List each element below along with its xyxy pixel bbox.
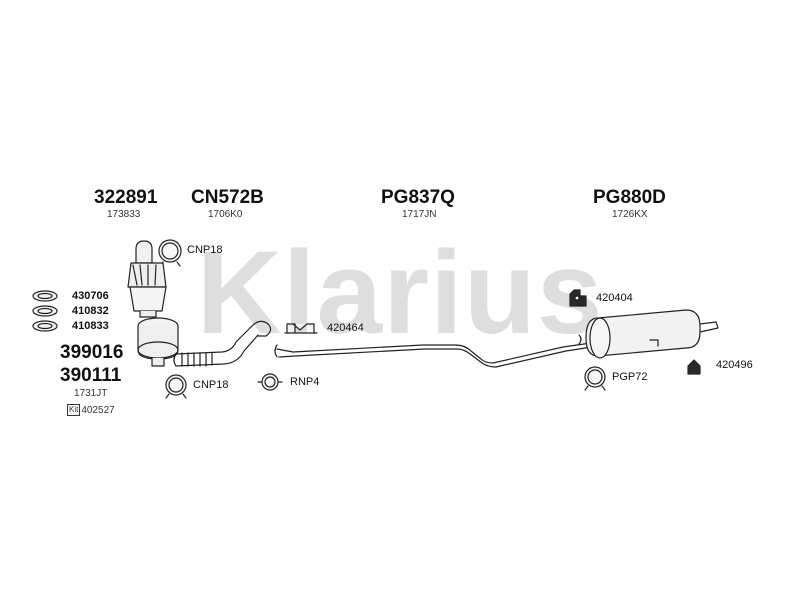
header-ref-173833: 173833: [107, 209, 141, 220]
label-420464: 420464: [327, 322, 364, 334]
header-ref-1717jn: 1717JN: [402, 209, 437, 220]
mount-420404-icon: [569, 289, 587, 307]
rear-silencer-pg880d-icon: [585, 309, 719, 359]
label-rnp4: RNP4: [290, 376, 320, 388]
header-code-cn572b: CN572B: [191, 187, 264, 208]
label-410832: 410832: [72, 305, 109, 317]
mount-420496-icon: [687, 359, 701, 375]
label-pgp72: PGP72: [612, 371, 648, 383]
filter-399016-icon: [137, 317, 179, 367]
centre-pipe-pg837q-icon: [274, 334, 593, 368]
gasket-430706-icon: [32, 290, 58, 302]
label-cnp18-top: CNP18: [187, 244, 223, 256]
label-390111: 390111: [60, 365, 122, 386]
label-430706: 430706: [72, 290, 109, 302]
label-410833: 410833: [72, 320, 109, 332]
watermark-logo: Klarius: [196, 227, 603, 359]
kit-tag: Kit: [67, 404, 81, 416]
label-cnp18-bottom: CNP18: [193, 379, 229, 391]
kit-number: 402527: [81, 404, 115, 416]
mount-420464-icon: [284, 323, 318, 334]
gasket-410833-icon: [32, 320, 58, 332]
clamp-cnp18-bottom-icon: [165, 374, 187, 399]
catalyst-322891-icon: [127, 240, 167, 318]
header-ref-1726kx: 1726KX: [612, 209, 648, 220]
header-code-322891: 322891: [94, 187, 158, 208]
clamp-cnp18-top-icon: [158, 239, 182, 267]
clamp-rnp4-icon: [257, 373, 283, 391]
header-ref-1706k0: 1706K0: [208, 209, 243, 220]
header-code-pg837q: PG837Q: [381, 187, 455, 208]
header-code-pg880d: PG880D: [593, 187, 666, 208]
kit-reference: Kit 402527: [67, 404, 115, 416]
clamp-pgp72-icon: [584, 366, 606, 391]
label-1731jt: 1731JT: [74, 388, 108, 399]
front-pipe-cn572b-icon: [173, 320, 272, 367]
gasket-410832-icon: [32, 305, 58, 317]
label-420496: 420496: [716, 359, 753, 371]
label-399016: 399016: [60, 342, 124, 363]
label-420404: 420404: [596, 292, 633, 304]
